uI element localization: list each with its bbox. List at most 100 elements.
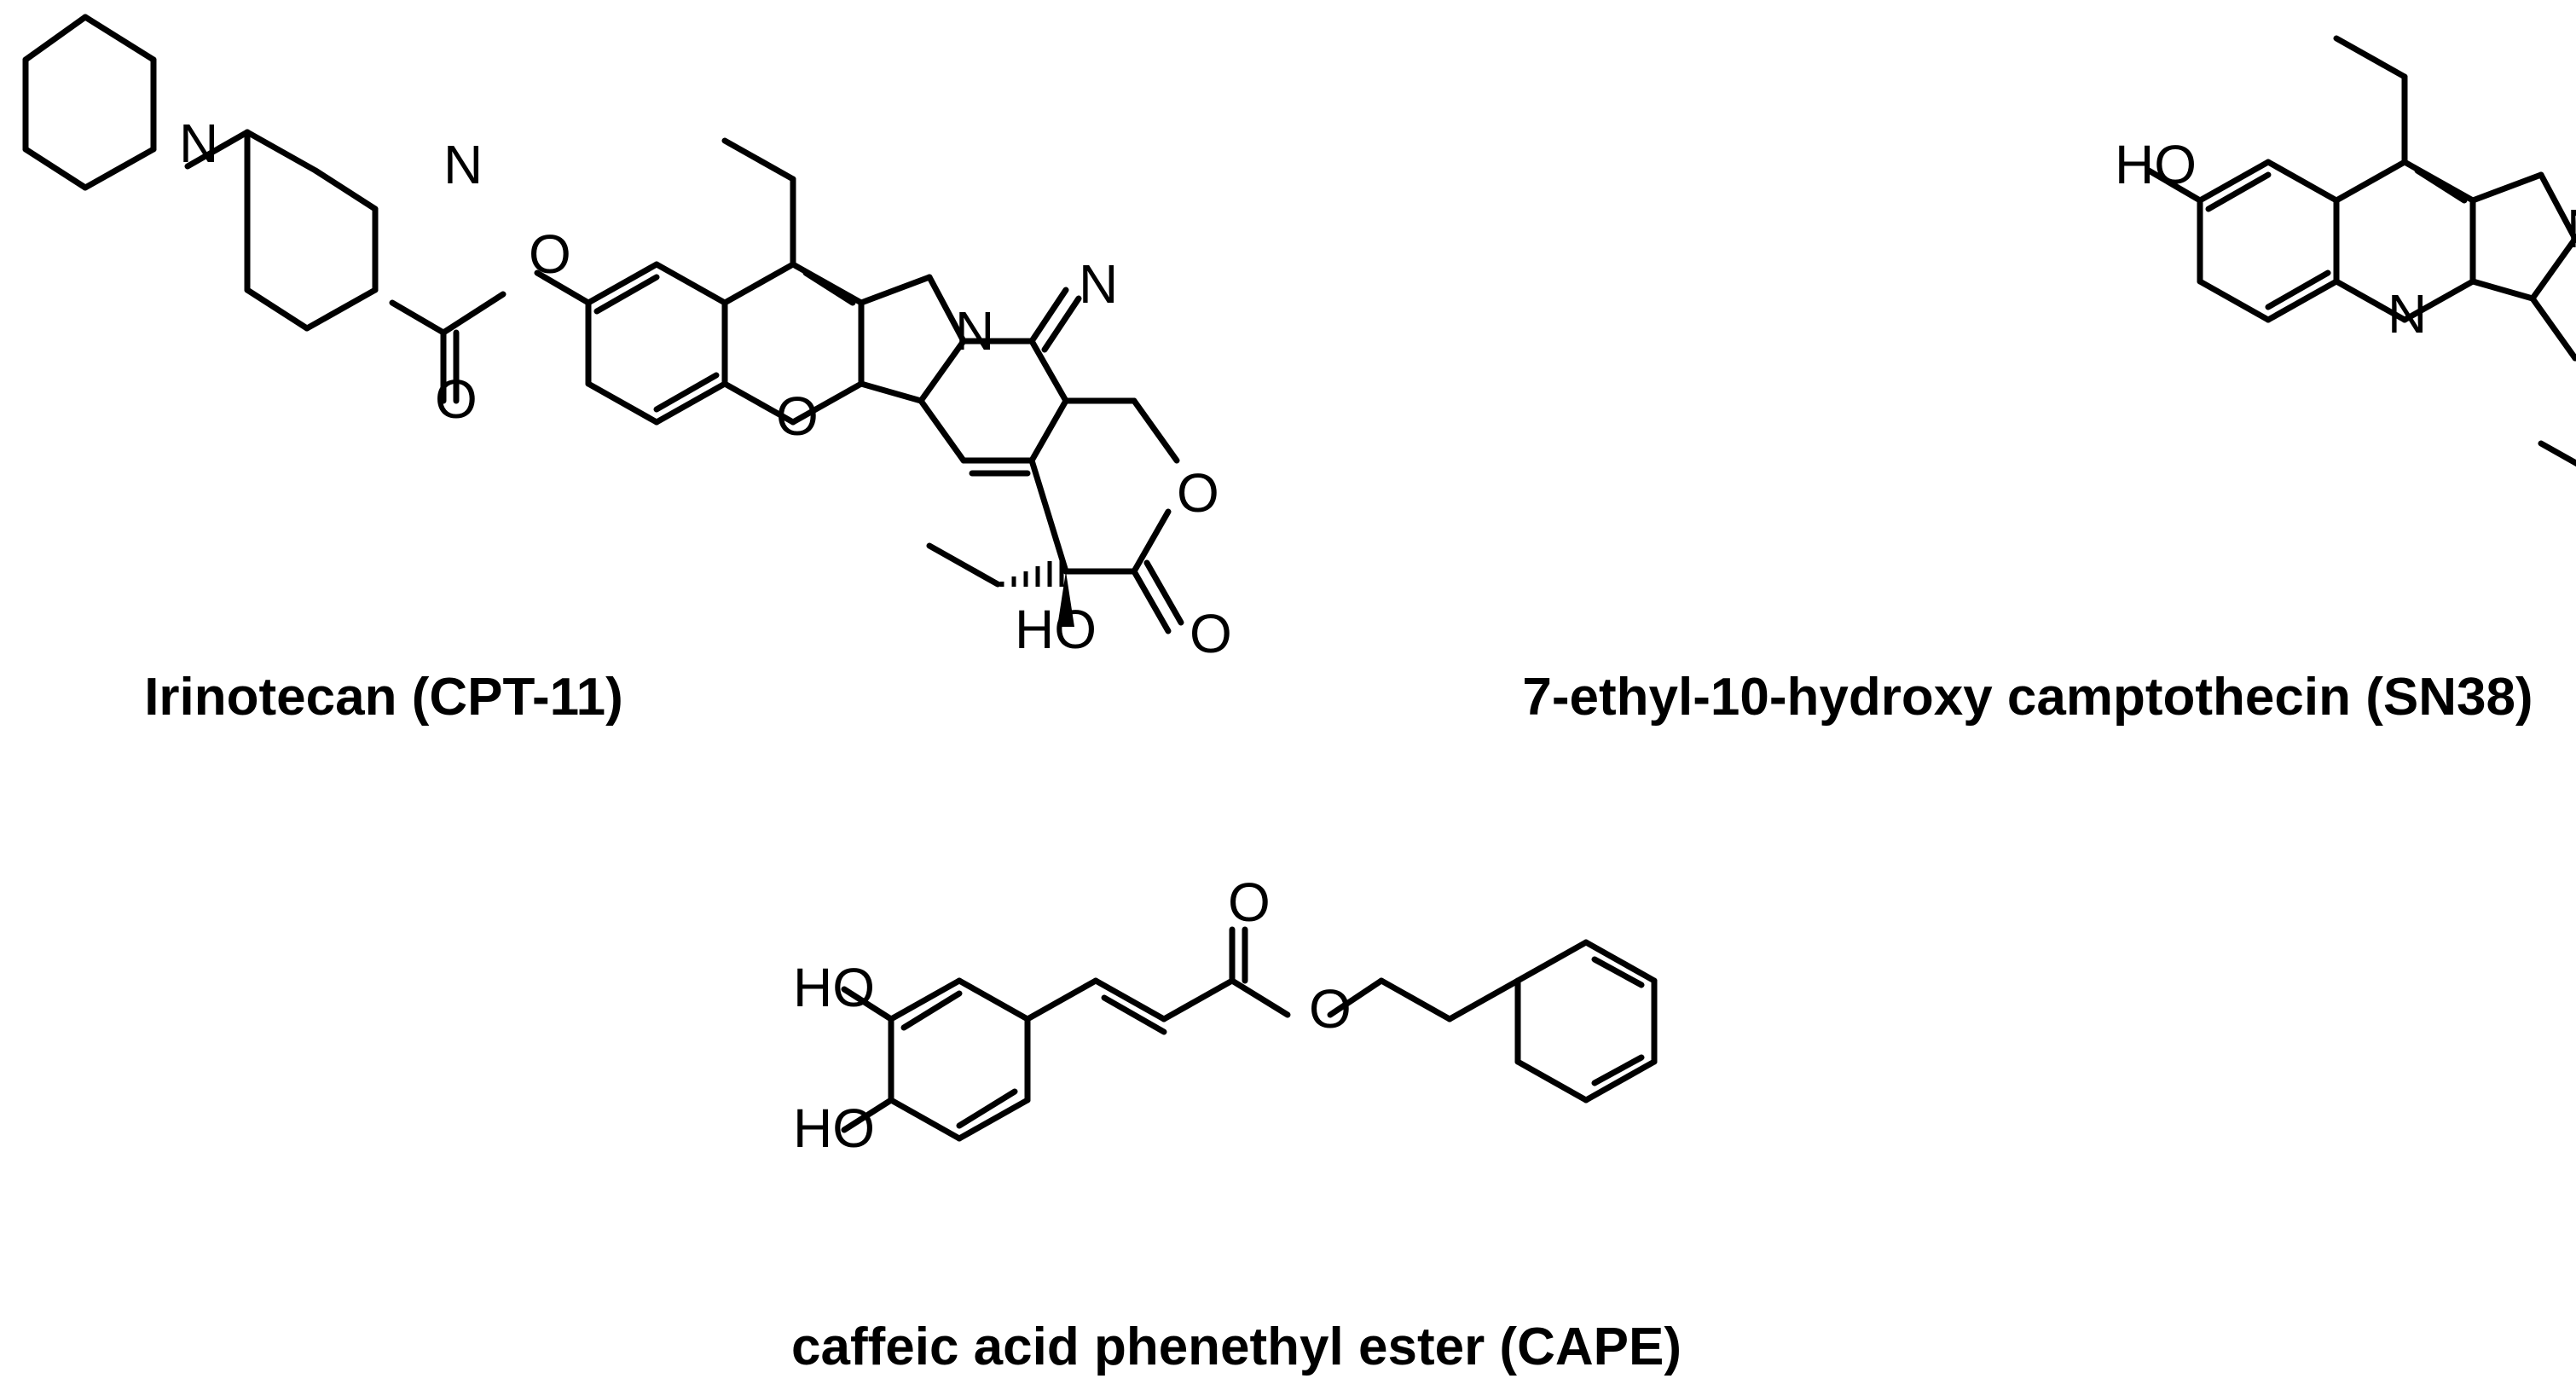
- sn38-caption: 7-ethyl-10-hydroxy camptothecin (SN38): [1522, 668, 2533, 727]
- atom-label-1: N: [2388, 283, 2427, 345]
- bond-16: [1378, 977, 1453, 1022]
- bond-33: [721, 137, 796, 182]
- atom-label-3: O: [1309, 978, 1352, 1040]
- bond-13: [389, 299, 447, 336]
- bond-10: [304, 287, 379, 332]
- bond-6: [2205, 171, 2272, 212]
- atom-label-6: N: [1079, 253, 1118, 315]
- bond-1: [956, 977, 1031, 1022]
- cape-caption: caffeic acid phenethyl ester (CAPE): [791, 1318, 1682, 1376]
- bond-4: [888, 1097, 963, 1142]
- bond-47: [1131, 397, 1180, 464]
- bond-11: [1161, 977, 1236, 1022]
- atom-label-4: O: [776, 385, 819, 447]
- bond-13: [2414, 167, 2468, 204]
- bond-17: [534, 269, 592, 306]
- atom-label-2: N: [2567, 198, 2576, 259]
- bond-14: [440, 291, 507, 336]
- bond-8: [312, 167, 379, 212]
- bond-51: [1131, 568, 1172, 634]
- bond-7: [244, 129, 319, 174]
- atom-label-3: O: [435, 368, 478, 430]
- bond-7: [2265, 269, 2331, 310]
- bond-26: [841, 986, 894, 1022]
- bond-14: [1229, 977, 1291, 1018]
- bond-31: [802, 269, 856, 306]
- atom-label-1: N: [443, 134, 483, 195]
- bond-21: [1583, 1058, 1658, 1103]
- bond-1: [2265, 159, 2340, 204]
- bond-3: [82, 146, 157, 191]
- bond-9: [1092, 977, 1167, 1022]
- bond-19: [653, 261, 728, 306]
- bond-39: [1028, 338, 1069, 404]
- bond-22: [585, 380, 660, 426]
- bond-8: [1024, 977, 1099, 1022]
- bond-17: [1446, 977, 1521, 1022]
- bond-15: [1327, 977, 1385, 1018]
- bond-52: [1143, 559, 1184, 626]
- bond-19: [2469, 278, 2536, 302]
- sn38-structure: HONNOOHOO: [2115, 35, 2576, 467]
- bond-6: [900, 990, 963, 1031]
- atom-label-9: HO: [1015, 599, 1097, 660]
- atom-label-7: O: [1177, 462, 1219, 524]
- bond-44: [1028, 287, 1069, 345]
- bond-18: [1514, 939, 1589, 984]
- bond-50: [1028, 457, 1069, 575]
- bond-34: [858, 274, 933, 306]
- bond-18: [585, 261, 660, 306]
- atom-label-2: O: [1228, 872, 1271, 933]
- bond-4: [22, 146, 89, 191]
- cape-structure: HO HO OO: [793, 872, 1658, 1159]
- bond-25: [653, 372, 720, 413]
- atom-label-0: N: [179, 113, 218, 174]
- bond-17: [2538, 171, 2576, 242]
- ethyl-bond: [926, 542, 1001, 588]
- bond-37: [858, 380, 924, 404]
- bond-11: [244, 287, 310, 332]
- bond-40: [1028, 397, 1069, 464]
- bond-18: [2529, 235, 2576, 302]
- bond-35: [2145, 167, 2203, 204]
- bond-29: [790, 380, 865, 426]
- bond-24: [593, 274, 660, 315]
- bond-36: [918, 338, 967, 404]
- bond-15: [2333, 35, 2408, 80]
- stereo-wedge: [1057, 571, 1074, 627]
- bond-22: [1514, 1058, 1589, 1103]
- atom-label-1: HO: [793, 1098, 875, 1159]
- bond-3: [2265, 278, 2340, 323]
- bond-8: [2333, 159, 2408, 204]
- bond-25: [1591, 1054, 1645, 1086]
- bond-48: [1131, 508, 1172, 575]
- bond-7: [956, 1088, 1018, 1129]
- atom-label-5: N: [955, 300, 994, 362]
- bond-30: [721, 380, 796, 426]
- atom-label-8: O: [1190, 603, 1232, 664]
- bond-0: [2197, 159, 2272, 204]
- irinotecan-caption: Irinotecan (CPT-11): [144, 668, 623, 727]
- bond-19: [1583, 939, 1658, 984]
- bond-16: [2469, 171, 2544, 204]
- bond-11: [2401, 278, 2476, 323]
- bond-21: [653, 380, 728, 426]
- bond-0: [22, 14, 89, 63]
- bond-42: [918, 397, 967, 464]
- bond-12: [2333, 278, 2408, 323]
- bond-24: [2529, 295, 2576, 362]
- bond-1: [82, 14, 157, 63]
- ethyl-bond: [2538, 440, 2576, 467]
- bond-0: [888, 977, 963, 1022]
- bond-10: [1101, 994, 1167, 1035]
- bond-3: [956, 1097, 1031, 1142]
- bond-27: [841, 1097, 894, 1133]
- bond-35: [926, 274, 967, 345]
- atom-label-2: O: [529, 223, 571, 285]
- bond-6: [184, 129, 251, 170]
- bond-45: [1041, 295, 1082, 353]
- atom-label-0: HO: [793, 957, 875, 1018]
- bond-26: [721, 261, 796, 306]
